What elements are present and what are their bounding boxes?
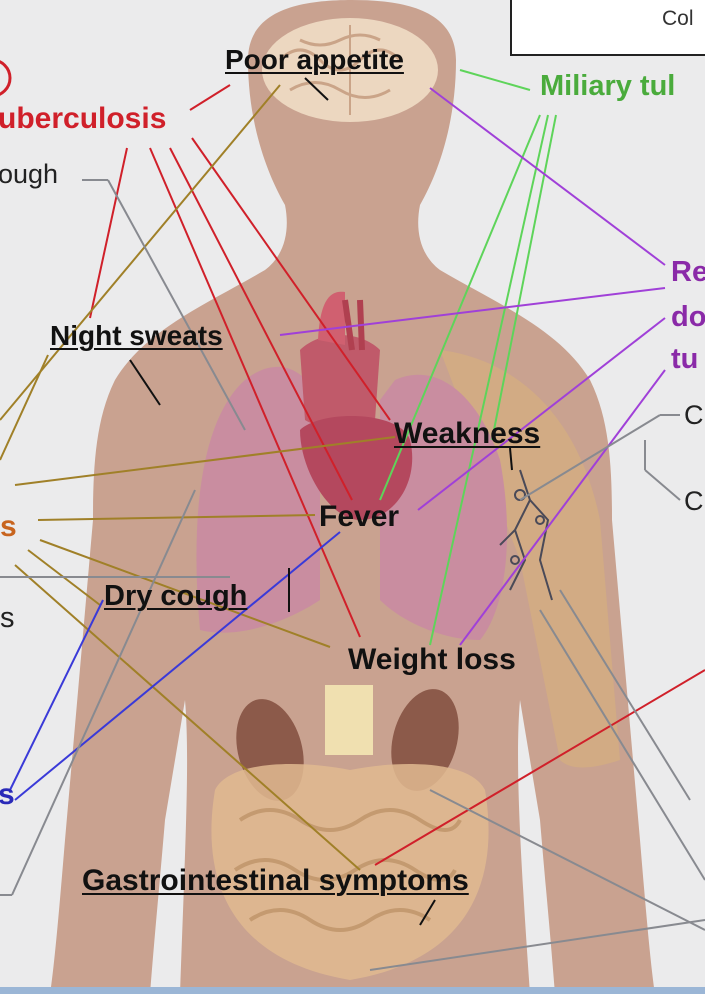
label-reactivation-line1: Re [671, 258, 705, 287]
abdominal-organs-illustration [211, 681, 488, 980]
label-miliary-tuberculosis: Miliary tul [540, 72, 675, 101]
label-weakness: Weakness [394, 419, 540, 449]
label-fever: Fever [319, 502, 399, 532]
label-s-orange: s [0, 512, 17, 542]
label-cough: ough [0, 161, 58, 188]
label-night-sweats: Night sweats [50, 322, 223, 350]
label-s-gray: s [0, 604, 15, 633]
label-weight-loss: Weight loss [348, 645, 516, 675]
label-poor-appetite: Poor appetite [225, 46, 404, 74]
label-c-lower: C [684, 488, 704, 515]
tuberculosis-marker-circle [0, 60, 10, 96]
label-c-upper: C [684, 402, 704, 429]
label-reactivation-line2: do [671, 303, 705, 332]
label-reactivation-line3: tu [671, 345, 698, 374]
legend-text: Col [662, 8, 694, 29]
label-dry-cough: Dry cough [104, 582, 247, 611]
label-tuberculosis: uberculosis [0, 104, 166, 134]
bottom-border [0, 987, 705, 994]
label-gastrointestinal-symptoms: Gastrointestinal symptoms [82, 866, 469, 896]
label-s-blue: s [0, 780, 15, 810]
